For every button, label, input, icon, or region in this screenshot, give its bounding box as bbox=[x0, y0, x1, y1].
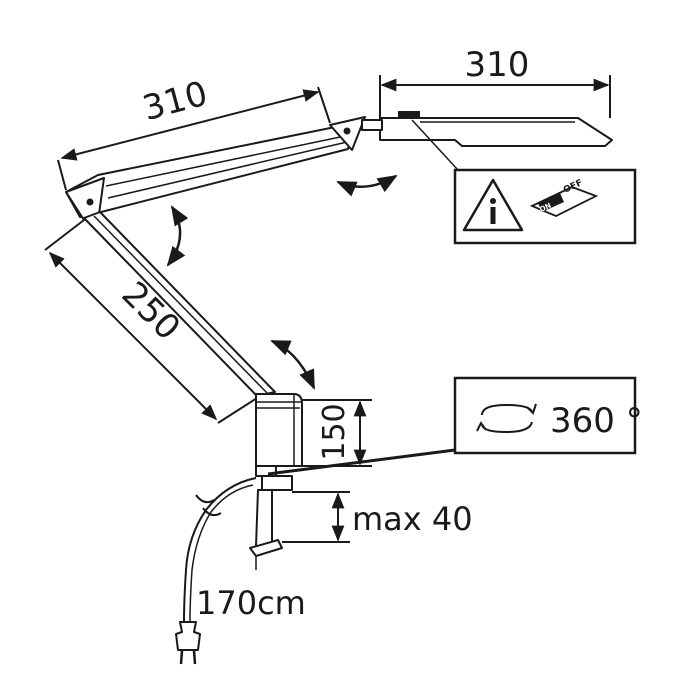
clamp-max-dimension: max 40 bbox=[282, 491, 473, 543]
lamp-head-dimension: 310 bbox=[379, 45, 611, 118]
power-switch bbox=[398, 111, 420, 119]
rotation-label: 360 ° bbox=[550, 401, 643, 441]
lamp-head-length-label: 310 bbox=[465, 45, 530, 85]
base-height-dimension: 150 bbox=[302, 399, 372, 467]
lower-arm-length-label: 250 bbox=[114, 274, 188, 348]
power-plug-icon bbox=[175, 621, 201, 665]
base-height-label: 150 bbox=[317, 403, 352, 460]
rotation-leader-line bbox=[267, 448, 456, 476]
lamp-base bbox=[255, 393, 303, 467]
lamp-head bbox=[379, 111, 613, 147]
lower-arm-dimension: 250 bbox=[44, 219, 258, 424]
rotate-arrow-icon bbox=[336, 174, 398, 197]
upper-arm bbox=[65, 116, 383, 221]
power-cable bbox=[183, 477, 257, 623]
rotation-info-box: 360 ° bbox=[453, 376, 643, 455]
clamp-max-label: max 40 bbox=[352, 500, 473, 538]
cable-length-label: 170cm bbox=[196, 584, 306, 622]
switch-info-box: OFF ON bbox=[453, 168, 637, 245]
switch-leader-line bbox=[411, 119, 459, 171]
rotate-360-icon bbox=[476, 403, 537, 434]
table-clamp bbox=[249, 465, 293, 570]
upper-arm-length-label: 310 bbox=[139, 74, 212, 129]
info-warning-icon bbox=[462, 178, 524, 232]
rotate-arrow-icon bbox=[166, 205, 189, 267]
rotate-arrow-icon bbox=[270, 339, 316, 390]
on-off-switch-icon: OFF ON bbox=[529, 178, 599, 217]
